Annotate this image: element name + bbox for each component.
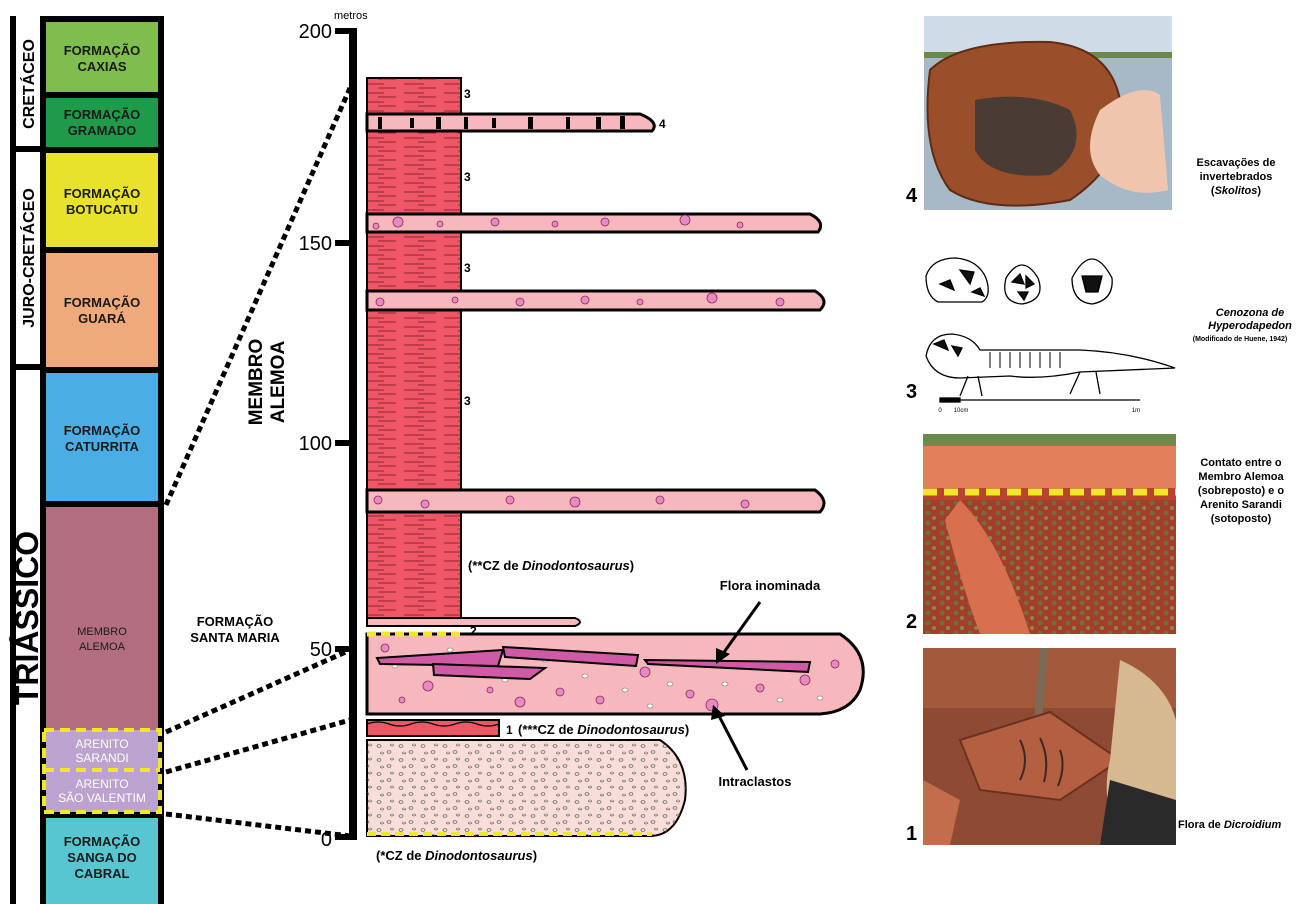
photo-2 bbox=[923, 434, 1176, 634]
photo-3-scale-10cm: 10cm bbox=[954, 408, 969, 414]
botucatu-l1: FORMAÇÃO bbox=[64, 186, 141, 201]
layer-num-3d: 3 bbox=[464, 394, 471, 408]
axis-unit: metros bbox=[334, 10, 368, 22]
photo-2-cap-l4: Arenito Sarandi bbox=[1200, 499, 1282, 511]
cz-note-1: (*CZ de Dinodontosaurus) bbox=[376, 848, 537, 863]
photo-2-cap-l2: Membro Alemoa bbox=[1198, 471, 1284, 483]
section-column: 3 3 3 3 4 2 1 (**CZ de Dinodontosaurus) … bbox=[367, 78, 863, 863]
photo-2-number: 2 bbox=[906, 611, 917, 633]
photo-1-caption: Flora de Dicroidium bbox=[1178, 819, 1282, 831]
photo-4-cap-l2: invertebrados bbox=[1200, 171, 1273, 183]
photo-4 bbox=[924, 16, 1172, 210]
photo-4-cap-l3: Skolitos bbox=[1215, 185, 1258, 197]
column-label-l2: ALEMOA bbox=[268, 341, 289, 424]
photo-4-number: 4 bbox=[906, 185, 918, 207]
photo-3-cap-l3: (Modificado de Huene, 1942) bbox=[1193, 336, 1288, 343]
sarandi-l1: ARENITO bbox=[75, 737, 128, 751]
alemoa-l2: ALEMOA bbox=[79, 641, 126, 653]
formation-guara bbox=[46, 253, 158, 367]
layer-num-1: 1 bbox=[506, 723, 513, 737]
column-label-l1: MEMBRO bbox=[246, 339, 267, 426]
botucatu-l2: BOTUCATU bbox=[66, 202, 138, 217]
connector-lines bbox=[166, 88, 350, 836]
tick-150: 150 bbox=[299, 233, 332, 255]
cretaceo-bar bbox=[10, 16, 16, 152]
sanga-l1: FORMAÇÃO bbox=[64, 834, 141, 849]
layer-num-3b: 3 bbox=[464, 170, 471, 184]
santa-maria-l2: SANTA MARIA bbox=[190, 630, 280, 645]
layer-num-3a: 3 bbox=[464, 87, 471, 101]
caxias-l1: FORMAÇÃO bbox=[64, 43, 141, 58]
layer-num-3c: 3 bbox=[464, 261, 471, 275]
caxias-l2: CAXIAS bbox=[77, 59, 126, 74]
period-cretaceo: CRETÁCEO bbox=[19, 39, 38, 129]
cz-note-3: (***CZ de Dinodontosaurus) bbox=[518, 722, 689, 737]
depth-axis: 200 150 100 50 0 metros MEMBROALEMOA bbox=[246, 10, 368, 851]
photo-2-cap-l5: (sotoposto) bbox=[1211, 513, 1272, 525]
tick-100: 100 bbox=[299, 433, 332, 455]
alemoa-l1: MEMBRO bbox=[77, 626, 127, 638]
lens-lower bbox=[367, 490, 824, 512]
guara-l1: FORMAÇÃO bbox=[64, 295, 141, 310]
tick-200: 200 bbox=[299, 21, 332, 43]
intraclastos-arrow bbox=[718, 714, 747, 770]
photo-3-cap-l2: Hyperodapedon bbox=[1208, 320, 1292, 332]
lens-middle bbox=[367, 291, 824, 310]
photo-4-cap-l1: Escavações de bbox=[1197, 157, 1276, 169]
period-juro: JURO-CRETÁCEO bbox=[19, 188, 38, 328]
layer-1-bed bbox=[367, 720, 499, 736]
caturrita-l2: CATURRITA bbox=[65, 439, 140, 454]
photo-1 bbox=[923, 648, 1176, 845]
photo-3-number: 3 bbox=[906, 381, 917, 403]
photo-3-scale-0: 0 bbox=[938, 408, 942, 414]
tick-50: 50 bbox=[310, 639, 332, 661]
flora-label: Flora inominada bbox=[720, 578, 821, 593]
santa-maria-l1: FORMAÇÃO bbox=[197, 614, 274, 629]
saovalentim-l2: SÃO VALENTIM bbox=[58, 791, 146, 805]
cz-note-2: (**CZ de Dinodontosaurus) bbox=[468, 558, 634, 573]
layer-num-2: 2 bbox=[470, 624, 477, 638]
period-triassico: TRIÁSSICO bbox=[9, 531, 45, 705]
saovalentim-l1: ARENITO bbox=[75, 777, 128, 791]
gramado-l2: GRAMADO bbox=[68, 123, 137, 138]
caturrita-l1: FORMAÇÃO bbox=[64, 423, 141, 438]
photo-2-cap-l1: Contato entre o bbox=[1200, 457, 1282, 469]
svg-text:MEMBROALEMOA: MEMBROALEMOA bbox=[246, 339, 289, 426]
sanga-l2: SANGA DO bbox=[67, 850, 137, 865]
layer-num-4: 4 bbox=[659, 117, 666, 131]
intraclastos-label: Intraclastos bbox=[719, 774, 792, 789]
sanga-l3: CABRAL bbox=[75, 866, 130, 881]
photo-3 bbox=[926, 258, 1175, 402]
tick-0: 0 bbox=[321, 829, 332, 851]
photo-1-number: 1 bbox=[906, 823, 917, 845]
photo-2-cap-l3: (sobreposto) e o bbox=[1198, 485, 1284, 497]
gramado-l1: FORMAÇÃO bbox=[64, 107, 141, 122]
juro-bar bbox=[10, 152, 16, 370]
formation-alemoa bbox=[46, 507, 158, 730]
photo-3-scale-1m: 1m bbox=[1132, 408, 1140, 414]
photo-3-cap-l1: Cenozona de bbox=[1216, 307, 1284, 319]
sarandi-l2: SARANDI bbox=[75, 751, 128, 765]
guara-l2: GUARÁ bbox=[78, 311, 126, 326]
lens-upper bbox=[367, 214, 821, 232]
